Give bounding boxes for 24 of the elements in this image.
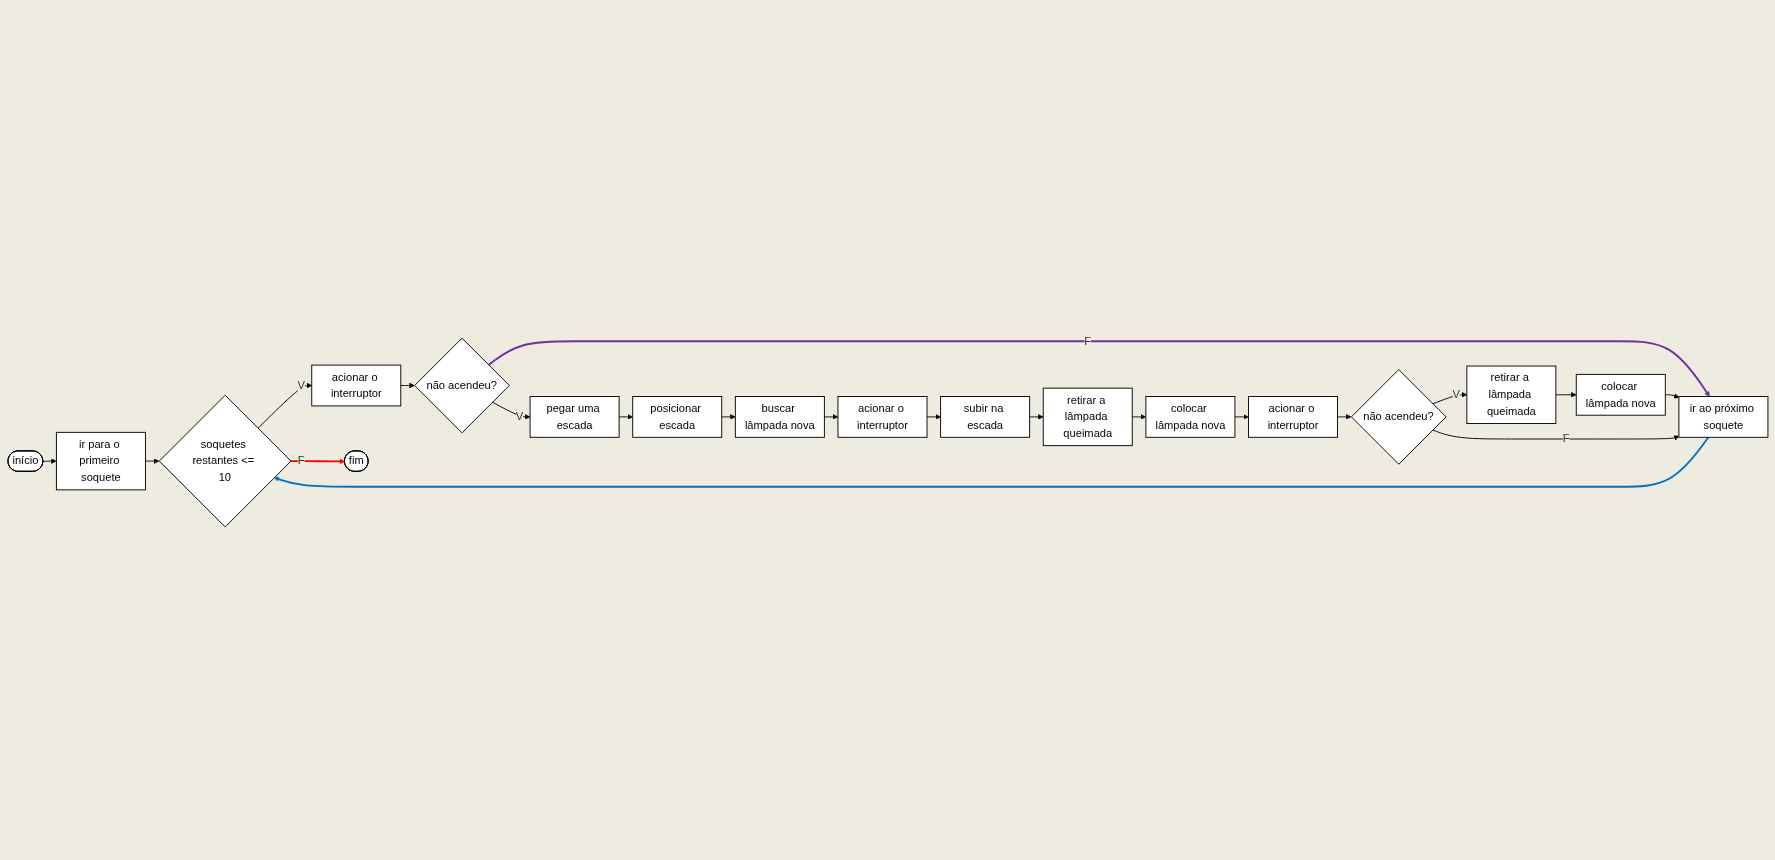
node-box — [1465, 365, 1556, 425]
node-box — [631, 396, 722, 438]
edge-label: F — [297, 454, 305, 468]
edge-label: V — [297, 379, 305, 392]
node-box — [1677, 396, 1768, 438]
node-box — [310, 364, 401, 407]
node-diamond — [413, 337, 510, 434]
node-box — [734, 396, 825, 438]
node-diamond — [1350, 369, 1447, 465]
node-box — [1042, 387, 1133, 447]
node-box — [55, 431, 146, 491]
node-box — [939, 396, 1030, 438]
edge-label: F — [1562, 432, 1569, 445]
node-box — [1575, 373, 1666, 416]
node-box — [529, 396, 620, 438]
arrow — [273, 436, 1709, 488]
edge-label: V — [1452, 388, 1460, 401]
node-box — [1247, 396, 1338, 438]
arrow — [289, 458, 345, 465]
node-box — [837, 396, 927, 438]
node-box — [1144, 396, 1235, 438]
node-diamond — [158, 394, 292, 528]
edge-label: V — [515, 410, 523, 423]
edge-label: F — [1083, 334, 1091, 348]
